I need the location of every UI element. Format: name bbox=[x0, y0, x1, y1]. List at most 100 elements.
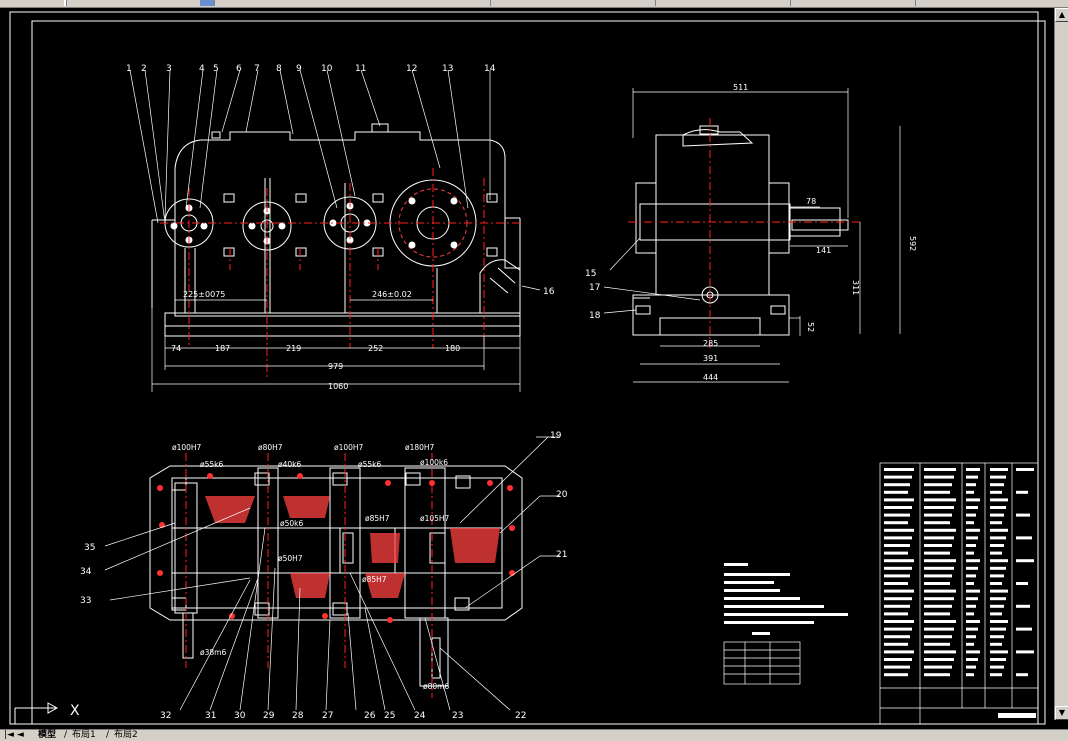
parts-list-cell bbox=[924, 620, 956, 623]
parts-list-cell bbox=[990, 536, 1006, 540]
callout-7: 7 bbox=[254, 64, 260, 74]
parts-list-cell bbox=[884, 665, 910, 669]
fit-5: ø55k6 bbox=[200, 460, 223, 469]
drawing-border-inner bbox=[31, 20, 1046, 725]
dim-180: 180 bbox=[445, 344, 460, 353]
scroll-down-icon[interactable]: ▼ bbox=[1055, 706, 1068, 720]
tab-separator: / bbox=[64, 730, 68, 740]
parts-list-cell bbox=[924, 544, 952, 547]
drawing-border-outer bbox=[9, 11, 1039, 725]
gear-param-table bbox=[723, 641, 801, 685]
parts-list-cell bbox=[990, 559, 1008, 563]
tab-separator: / bbox=[106, 730, 110, 740]
parts-list-cell bbox=[990, 521, 1002, 525]
parts-list-cell bbox=[966, 650, 980, 654]
parts-list-cell bbox=[990, 589, 1008, 593]
fit-11: ø105H7 bbox=[420, 514, 450, 523]
parts-list-cell bbox=[966, 612, 974, 616]
dim-78: 78 bbox=[806, 197, 816, 206]
front-view bbox=[151, 123, 521, 337]
parts-list-cell bbox=[884, 483, 910, 487]
parts-list-cell bbox=[924, 658, 954, 661]
parts-list-cell bbox=[990, 566, 1006, 570]
layer-dropdown[interactable] bbox=[330, 0, 491, 6]
parts-list-cell bbox=[924, 582, 950, 585]
tab-nav-arrows[interactable]: |◄ ◄ bbox=[4, 730, 24, 740]
dim-187: 187 bbox=[215, 344, 230, 353]
parts-list-cell bbox=[966, 574, 976, 578]
parts-list-cell bbox=[884, 620, 914, 623]
parts-list-cell bbox=[884, 574, 910, 578]
color-dropdown[interactable] bbox=[495, 0, 656, 6]
callout-11: 11 bbox=[355, 64, 366, 74]
parts-list-cell bbox=[966, 559, 980, 563]
parts-list-cell bbox=[924, 468, 956, 471]
parts-list-cell bbox=[884, 498, 914, 502]
parts-list-cell bbox=[924, 498, 956, 502]
callout-5: 5 bbox=[213, 64, 219, 74]
tab-model[interactable]: 模型 bbox=[38, 730, 57, 740]
callout-8: 8 bbox=[276, 64, 282, 74]
callout-18: 18 bbox=[589, 311, 601, 321]
parts-list-cell bbox=[966, 521, 974, 525]
parts-list-cell bbox=[924, 566, 954, 570]
callout-32: 32 bbox=[160, 711, 171, 721]
vertical-scrollbar[interactable]: ▲ ▼ bbox=[1054, 8, 1068, 720]
parts-list-cell bbox=[966, 673, 974, 677]
dim-285: 285 bbox=[703, 339, 718, 348]
ucs-x-label: X bbox=[70, 703, 80, 719]
callout-20: 20 bbox=[556, 490, 568, 500]
parts-list-cell bbox=[924, 642, 950, 646]
parts-list-cell bbox=[924, 597, 954, 601]
parts-list-cell bbox=[924, 627, 954, 631]
parts-list-cell bbox=[990, 574, 1004, 578]
parts-list-cell bbox=[990, 544, 1004, 547]
linetype-dropdown[interactable] bbox=[660, 0, 791, 6]
parts-list-cell bbox=[990, 483, 1004, 487]
parts-list-cell bbox=[884, 528, 914, 532]
parts-list-cell bbox=[966, 536, 978, 540]
dim-444: 444 bbox=[703, 373, 718, 382]
parts-list-cell bbox=[884, 604, 910, 608]
dim-511: 511 bbox=[733, 83, 748, 92]
parts-list-cell bbox=[990, 635, 1004, 639]
parts-list-cell bbox=[966, 475, 978, 479]
tab-layout1[interactable]: 布局1 bbox=[72, 730, 96, 740]
parts-list-cell bbox=[924, 574, 952, 578]
parts-list-cell bbox=[990, 551, 1002, 555]
fit-7: ø55k6 bbox=[358, 460, 381, 469]
parts-list-cell bbox=[966, 498, 980, 502]
parts-list-cell bbox=[884, 536, 912, 540]
tab-layout2[interactable]: 布局2 bbox=[114, 730, 138, 740]
parts-list-cell bbox=[884, 627, 912, 631]
dim-225: 225±0075 bbox=[183, 290, 225, 299]
parts-list-cell bbox=[924, 604, 952, 608]
parts-list-cell bbox=[1016, 673, 1028, 677]
callout-14: 14 bbox=[484, 64, 496, 74]
parts-list-cell bbox=[966, 642, 974, 646]
parts-list-cell bbox=[924, 551, 950, 555]
parts-list-cell bbox=[990, 642, 1002, 646]
parts-list bbox=[879, 462, 1039, 725]
parts-list-cell bbox=[966, 513, 976, 517]
callout-19: 19 bbox=[550, 431, 562, 441]
callout-4: 4 bbox=[199, 64, 205, 74]
scroll-up-icon[interactable]: ▲ bbox=[1055, 8, 1068, 22]
layer-icon[interactable] bbox=[200, 0, 215, 6]
parts-list-cell bbox=[924, 475, 954, 479]
front-dimension-lines bbox=[151, 299, 521, 392]
lineweight-dropdown[interactable] bbox=[795, 0, 916, 6]
parts-list-cell bbox=[884, 551, 908, 555]
drawing-canvas[interactable]: 1 2 3 4 5 6 7 8 9 10 11 12 13 14 16 225±… bbox=[0, 8, 1054, 729]
toolbar-icon[interactable] bbox=[64, 0, 67, 6]
callout-10: 10 bbox=[321, 64, 333, 74]
parts-list-cell bbox=[966, 544, 976, 547]
side-view-centerlines bbox=[628, 118, 860, 348]
parts-list-cell bbox=[1016, 513, 1030, 517]
parts-list-cell bbox=[990, 490, 1002, 494]
parts-list-cell bbox=[990, 604, 1004, 608]
dim-979: 979 bbox=[328, 362, 343, 371]
parts-list-cell bbox=[884, 582, 908, 585]
parts-list-cell bbox=[990, 475, 1006, 479]
parts-list-cell bbox=[1016, 582, 1028, 585]
